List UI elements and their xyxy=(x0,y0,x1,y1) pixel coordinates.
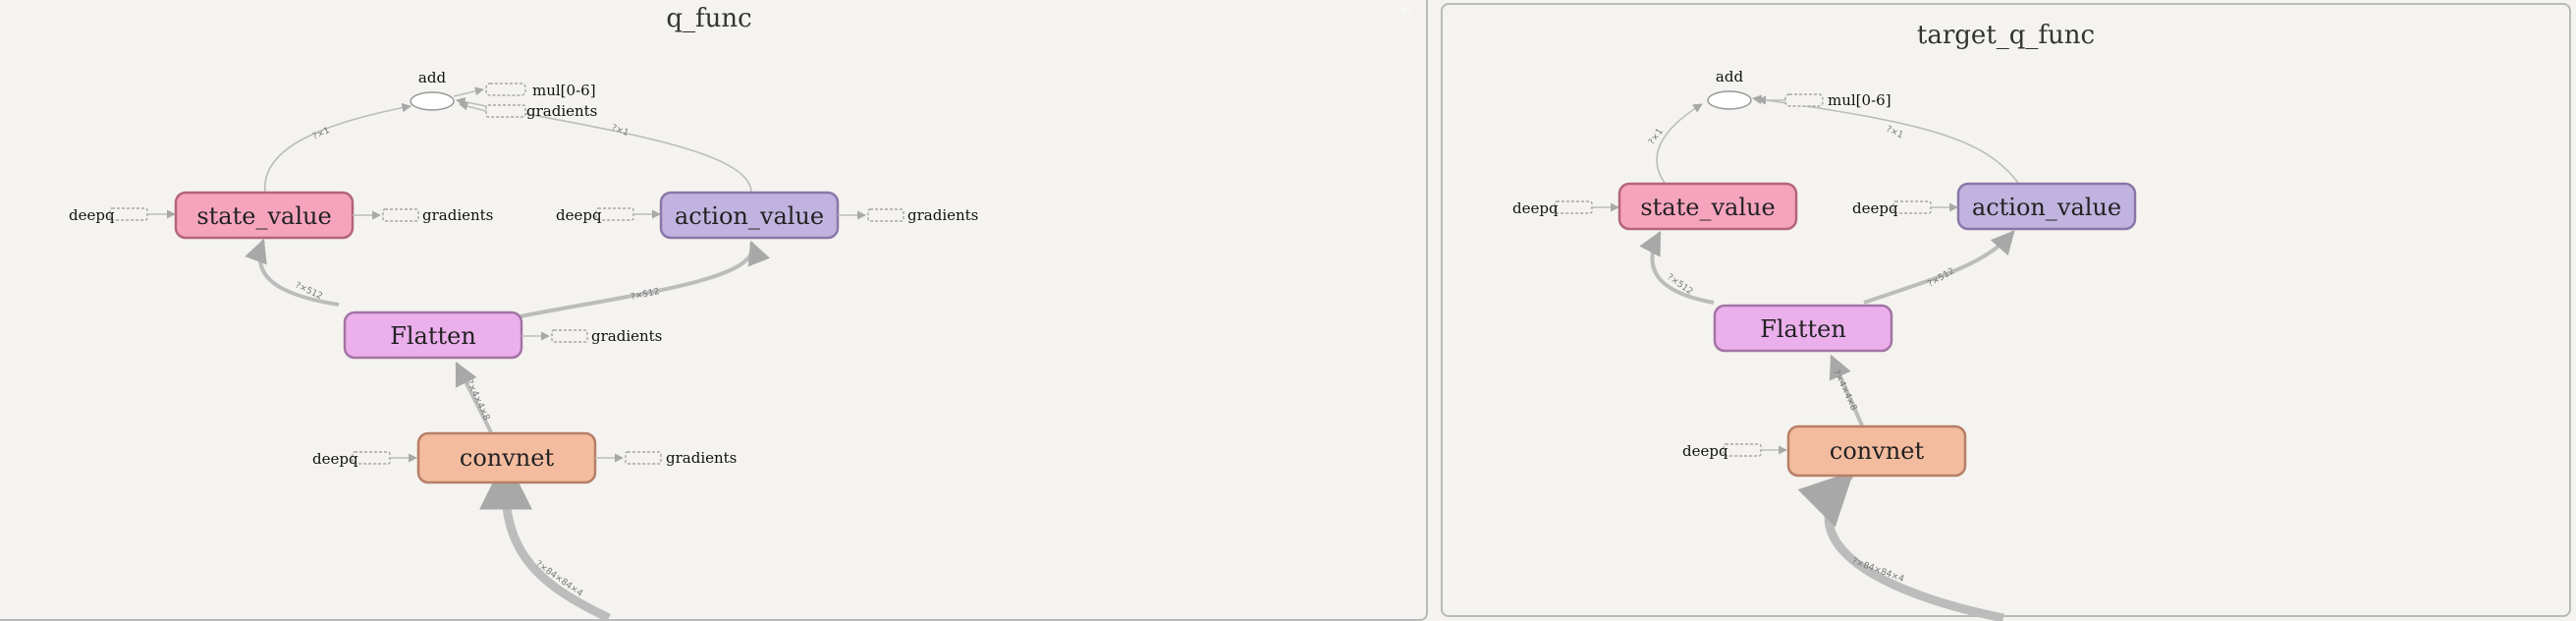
convnet-node[interactable] xyxy=(1786,424,1967,478)
mul-label: mul[0-6] xyxy=(1828,91,1891,109)
gradients-label: gradients xyxy=(526,102,597,120)
panel-q-func: q_func xyxy=(0,0,1428,621)
add-node[interactable] xyxy=(1707,90,1752,110)
edge-convnet-flatten xyxy=(455,361,493,433)
edge-state-value-add xyxy=(1656,103,1703,184)
deepq-label: deepq xyxy=(1512,199,1559,217)
edge-label: ?×1 xyxy=(1647,127,1666,147)
edge-gradients-add xyxy=(459,101,487,112)
gradients-label: gradients xyxy=(591,327,662,345)
panel-title: q_func xyxy=(666,4,752,33)
edge-flatten-action-value xyxy=(520,240,771,318)
gradients-stub[interactable] xyxy=(551,329,588,343)
edge-label: ?×512 xyxy=(1927,266,1957,289)
state-value-node[interactable] xyxy=(1617,182,1798,231)
panel-target-q-func: target_q_func xyxy=(1441,3,2571,617)
q-func-graph: add mul[0-6] gradients deepq state_value… xyxy=(69,69,978,621)
deepq-label: deepq xyxy=(312,450,358,468)
state-value-label: state_value xyxy=(196,202,331,230)
panel-expand-icon[interactable]: ▭ xyxy=(1401,6,1411,17)
edge-action-value-add xyxy=(1752,94,2019,184)
mul-stub[interactable] xyxy=(1784,93,1824,107)
edge-flatten-state-value xyxy=(1639,230,1715,305)
action-value-label: action_value xyxy=(1972,194,2121,221)
edge-add-mul xyxy=(453,86,484,97)
edge-input-convnet xyxy=(1797,471,2004,621)
gradients-stub[interactable] xyxy=(867,208,904,222)
state-value-label: state_value xyxy=(1640,194,1775,221)
panel-title: target_q_func xyxy=(1916,21,2096,50)
edge-label: ?×4×4×8 xyxy=(1831,368,1858,413)
flatten-label: Flatten xyxy=(390,322,476,350)
deepq-label: deepq xyxy=(1852,199,1898,217)
edge-flatten-action-value xyxy=(1863,230,2015,305)
deepq-stub[interactable] xyxy=(1723,443,1762,457)
gradients-label: gradients xyxy=(907,206,978,224)
gradients-stub[interactable] xyxy=(382,208,419,222)
deepq-label: deepq xyxy=(69,206,115,224)
convnet-label: convnet xyxy=(1830,437,1925,465)
edge-input-convnet xyxy=(479,456,611,621)
add-label: add xyxy=(418,69,447,86)
deepq-stub[interactable] xyxy=(1554,200,1593,214)
add-node[interactable] xyxy=(410,91,455,111)
mul-stub[interactable] xyxy=(485,83,526,96)
gradients-stub[interactable] xyxy=(625,451,662,465)
deepq-label: deepq xyxy=(556,206,602,224)
action-value-node[interactable] xyxy=(1956,182,2137,231)
flatten-node[interactable] xyxy=(343,310,523,360)
action-value-label: action_value xyxy=(675,202,824,230)
edge-label: ?×1 xyxy=(1885,125,1905,141)
gradients-label: gradients xyxy=(422,206,493,224)
mul-label: mul[0-6] xyxy=(532,82,596,99)
add-label: add xyxy=(1716,68,1744,85)
flatten-label: Flatten xyxy=(1760,315,1846,343)
edge-flatten-state-value xyxy=(245,238,340,307)
deepq-stub[interactable] xyxy=(1892,200,1932,214)
deepq-label: deepq xyxy=(1682,442,1728,460)
gradients-label: gradients xyxy=(666,449,737,467)
edge-convnet-flatten xyxy=(1829,354,1864,426)
flatten-node[interactable] xyxy=(1713,304,1893,353)
edge-state-value-add xyxy=(264,102,411,194)
convnet-label: convnet xyxy=(460,444,555,472)
